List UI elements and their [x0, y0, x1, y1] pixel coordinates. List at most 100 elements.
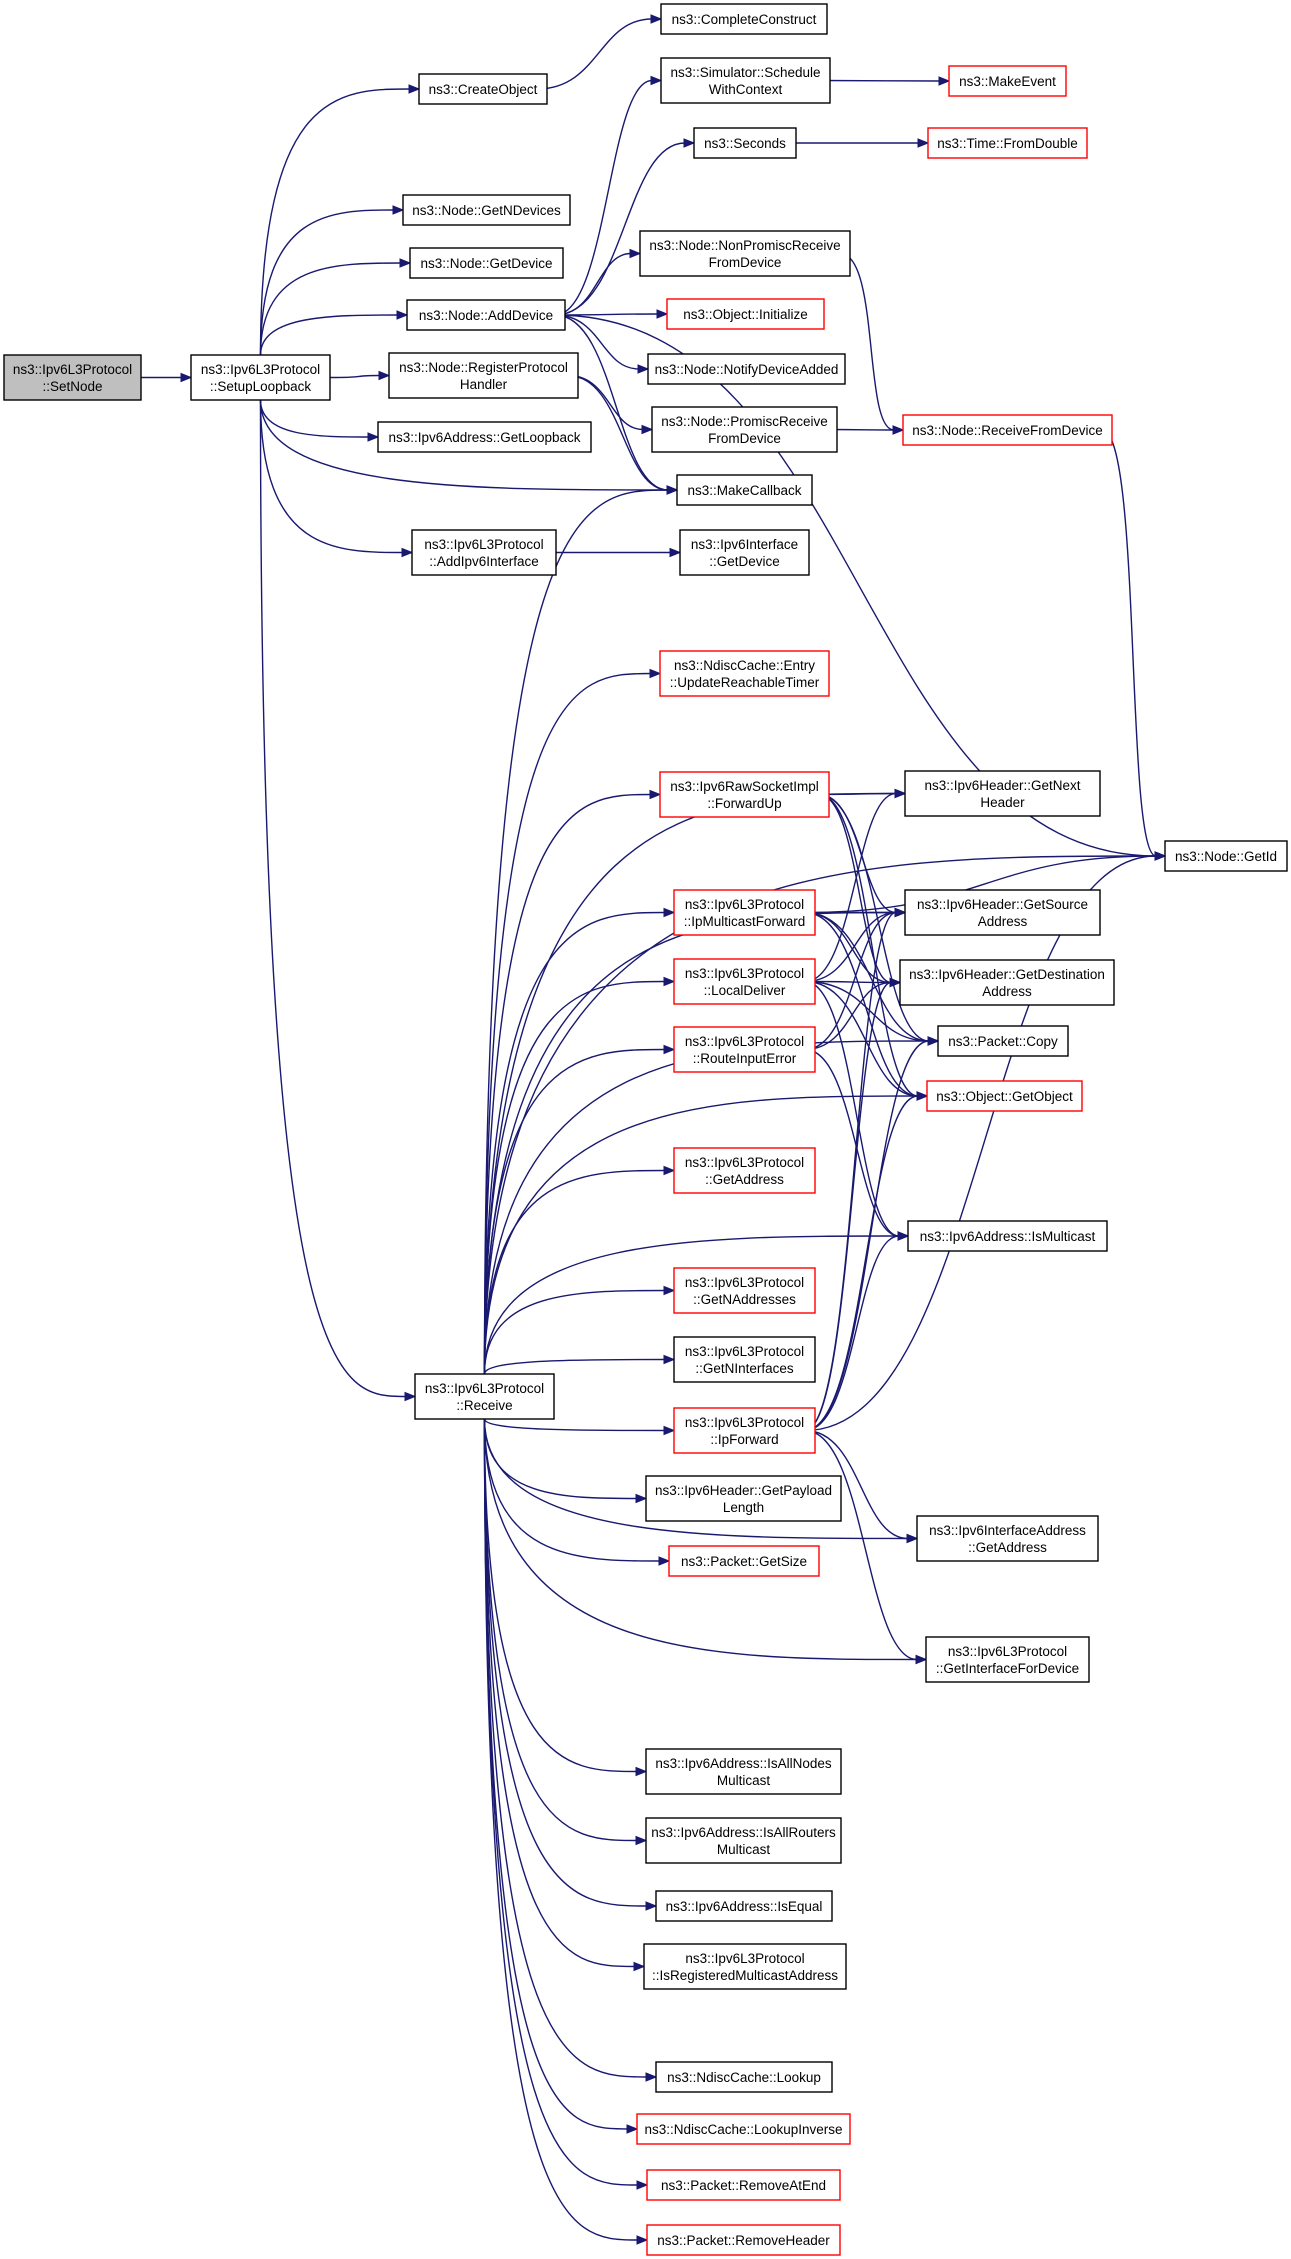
function-node-ndisclookup[interactable]: ns3::NdiscCache::Lookup — [655, 2061, 833, 2093]
call-edge-adddevice-to-nonpromisc — [554, 248, 642, 316]
function-node-getninterfaces[interactable]: ns3::Ipv6L3Protocol::GetNInterfaces — [673, 1336, 816, 1383]
function-node-getndevices[interactable]: ns3::Node::GetNDevices — [402, 194, 571, 226]
call-edge-arrowhead — [636, 2235, 649, 2245]
function-node-label: ns3::Node::ReceiveFromDevice — [912, 423, 1103, 438]
function-node-label: ns3::Packet::RemoveAtEnd — [661, 2178, 826, 2193]
function-node-getinterfacefordevice[interactable]: ns3::Ipv6L3Protocol::GetInterfaceForDevi… — [925, 1636, 1090, 1683]
call-graph-nodes: ns3::Ipv6L3Protocol::SetNodens3::Ipv6L3P… — [3, 3, 1288, 2256]
call-graph-edges — [131, 14, 1167, 2245]
function-node-label: ns3::Ipv6Interface — [691, 537, 798, 552]
function-node-setuploopback[interactable]: ns3::Ipv6L3Protocol::SetupLoopback — [190, 354, 331, 401]
function-node-ifacegetdevice[interactable]: ns3::Ipv6Interface::GetDevice — [679, 529, 810, 576]
function-node-createobject[interactable]: ns3::CreateObject — [418, 73, 548, 105]
function-node-nodegetid[interactable]: ns3::Node::GetId — [1164, 840, 1288, 872]
function-node-label: ns3::Ipv6L3Protocol — [685, 897, 804, 912]
function-node-completeconstruct[interactable]: ns3::CompleteConstruct — [660, 3, 828, 35]
function-node-label: ns3::Node::GetNDevices — [412, 203, 561, 218]
function-node-seconds[interactable]: ns3::Seconds — [693, 127, 797, 159]
call-edge-line — [483, 980, 666, 1375]
function-node-label: ::GetNInterfaces — [695, 1361, 794, 1376]
function-node-getobject[interactable]: ns3::Object::GetObject — [926, 1080, 1083, 1112]
function-node-box — [636, 2113, 851, 2145]
function-node-box — [899, 959, 1115, 1006]
call-edge-arrowhead — [897, 1231, 910, 1241]
function-node-adddevice[interactable]: ns3::Node::AddDevice — [406, 299, 566, 331]
call-edge-line — [259, 88, 411, 356]
call-edge-line — [536, 18, 653, 90]
call-edge-promiscreceive-to-receivefromdevice — [826, 425, 905, 435]
function-node-initialize[interactable]: ns3::Object::Initialize — [666, 298, 825, 330]
function-node-routeinputerror[interactable]: ns3::Ipv6L3Protocol::RouteInputError — [673, 1026, 816, 1073]
function-node-packetgetsize[interactable]: ns3::Packet::GetSize — [668, 1545, 820, 1577]
function-node-box — [673, 1026, 816, 1073]
function-node-notifydeviceadded[interactable]: ns3::Node::NotifyDeviceAdded — [647, 353, 846, 385]
function-node-box — [927, 127, 1088, 159]
function-node-box — [3, 354, 142, 401]
function-node-ifaceaddrgetaddress[interactable]: ns3::Ipv6InterfaceAddress::GetAddress — [916, 1515, 1099, 1562]
function-node-getnaddresses[interactable]: ns3::Ipv6L3Protocol::GetNAddresses — [673, 1267, 816, 1314]
function-node-fromdouble[interactable]: ns3::Time::FromDouble — [927, 127, 1088, 159]
function-node-box — [659, 650, 830, 697]
function-node-getdevice[interactable]: ns3::Node::GetDevice — [409, 247, 564, 279]
call-edge-line — [483, 489, 669, 1375]
call-edge-line — [483, 1418, 918, 1661]
function-node-label: ns3::Node::GetId — [1175, 849, 1277, 864]
call-edge-arrowhead — [889, 977, 902, 988]
function-node-makeevent[interactable]: ns3::MakeEvent — [948, 65, 1067, 97]
function-node-label: ns3::Ipv6L3Protocol — [201, 362, 320, 377]
call-edge-arrowhead — [401, 547, 414, 558]
function-node-box — [414, 1373, 555, 1420]
function-node-ismulticast[interactable]: ns3::Ipv6Address::IsMulticast — [907, 1220, 1108, 1252]
function-node-box — [904, 770, 1101, 817]
function-node-receivefromdevice[interactable]: ns3::Node::ReceiveFromDevice — [902, 414, 1113, 446]
call-edge-line — [483, 672, 652, 1375]
call-edge-receive-to-isequal — [483, 1418, 658, 1911]
function-node-ndisclookupinverse[interactable]: ns3::NdiscCache::LookupInverse — [636, 2113, 851, 2145]
function-node-box — [646, 2169, 841, 2201]
function-node-addipv6interface[interactable]: ns3::Ipv6L3Protocol::AddIpv6Interface — [411, 529, 557, 576]
function-node-label: ns3::Simulator::Schedule — [670, 65, 820, 80]
function-node-removeatend[interactable]: ns3::Packet::RemoveAtEnd — [646, 2169, 841, 2201]
function-node-forwardup[interactable]: ns3::Ipv6RawSocketImpl::ForwardUp — [659, 771, 830, 818]
function-node-ipforward[interactable]: ns3::Ipv6L3Protocol::IpForward — [673, 1407, 816, 1454]
function-node-label: ns3::NdiscCache::Entry — [674, 658, 815, 673]
call-edge-line — [804, 981, 892, 1432]
call-edge-receive-to-ipmulticastforward — [483, 907, 676, 1375]
function-node-removeheader[interactable]: ns3::Packet::RemoveHeader — [646, 2224, 841, 2256]
function-node-receive[interactable]: ns3::Ipv6L3Protocol::Receive — [414, 1373, 555, 1420]
function-node-label: Address — [982, 984, 1032, 999]
function-node-makecallback[interactable]: ns3::MakeCallback — [676, 474, 813, 506]
call-edge-receive-to-getinterfacefordevice — [483, 1418, 928, 1665]
call-edge-line — [259, 399, 669, 491]
call-edge-arrowhead — [629, 248, 642, 259]
function-node-label: ns3::Node::GetDevice — [420, 256, 552, 271]
function-node-isregisteredmulticast[interactable]: ns3::Ipv6L3Protocol::IsRegisteredMultica… — [643, 1943, 847, 1990]
function-node-updatereachable[interactable]: ns3::NdiscCache::Entry::UpdateReachableT… — [659, 650, 830, 697]
call-edge-receive-to-getninterfaces — [483, 1354, 676, 1375]
function-node-localdeliver[interactable]: ns3::Ipv6L3Protocol::LocalDeliver — [673, 958, 816, 1005]
function-node-packetcopy[interactable]: ns3::Packet::Copy — [937, 1025, 1069, 1057]
call-edge-line — [818, 793, 892, 984]
call-edge-line — [804, 980, 919, 1097]
function-node-ipmulticastforward[interactable]: ns3::Ipv6L3Protocol::IpMulticastForward — [673, 889, 816, 936]
function-node-label: ::ForwardUp — [707, 796, 781, 811]
function-node-isequal[interactable]: ns3::Ipv6Address::IsEqual — [655, 1890, 833, 1922]
function-node-getaddress[interactable]: ns3::Ipv6L3Protocol::GetAddress — [673, 1147, 816, 1194]
function-node-getloopback[interactable]: ns3::Ipv6Address::GetLoopback — [377, 421, 592, 453]
function-node-setnode[interactable]: ns3::Ipv6L3Protocol::SetNode — [3, 354, 142, 401]
call-edge-line — [483, 1418, 629, 2130]
function-node-box — [660, 3, 828, 35]
call-edge-line — [554, 79, 653, 316]
call-edge-line — [483, 1418, 909, 1540]
call-edge-line — [804, 980, 892, 984]
